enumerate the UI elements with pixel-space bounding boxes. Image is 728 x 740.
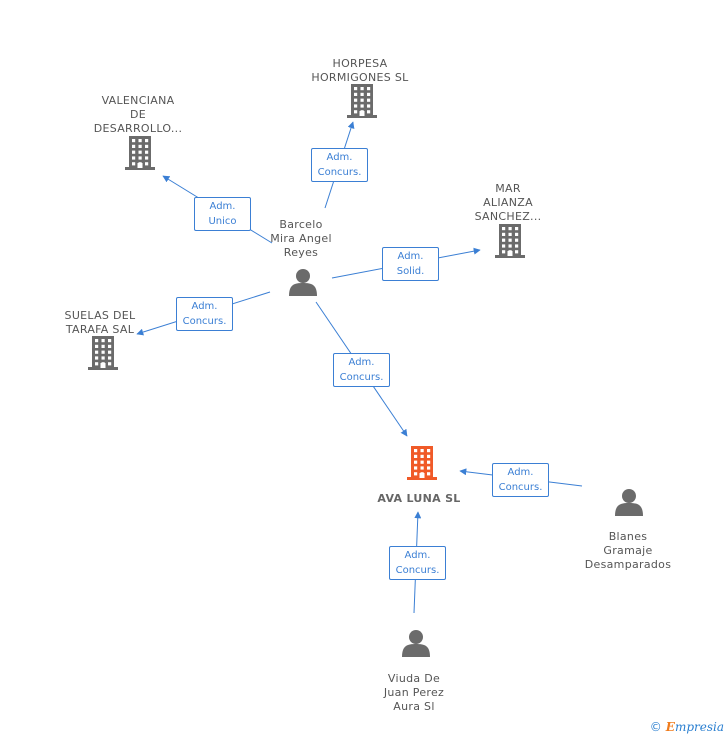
node-label-mar[interactable]: MAR ALIANZA SANCHEZ... [474, 182, 542, 223]
ava-building-icon[interactable] [407, 446, 437, 480]
node-label-barcelo[interactable]: Barcelo Mira Angel Reyes [270, 218, 332, 259]
edge-role-line2: Concurs. [182, 316, 227, 327]
node-label-ava[interactable]: AVA LUNA SL [377, 492, 461, 505]
edge-role-line2: Concurs. [339, 372, 384, 383]
edge-role-line1: Adm. [397, 251, 424, 262]
footer: ©Empresia [650, 720, 724, 734]
edge-label-barcelo-valenciana[interactable]: Adm. Unico [194, 197, 251, 231]
edge-label-barcelo-ava[interactable]: Adm. Concurs. [333, 353, 390, 387]
blanes-person-icon[interactable] [615, 489, 643, 516]
edge-label-barcelo-suelas[interactable]: Adm. Concurs. [176, 297, 233, 331]
viuda-person-icon[interactable] [402, 630, 430, 657]
edge-role-line2: Concurs. [395, 565, 440, 576]
suelas-building-icon[interactable] [88, 336, 118, 370]
edge-role-line1: Adm. [348, 357, 375, 368]
edge-role-line1: Adm. [209, 201, 236, 212]
edge-role-line1: Adm. [326, 152, 353, 163]
edge-role-line1: Adm. [404, 550, 431, 561]
icons-layer [88, 84, 643, 657]
edge-role-line2: Concurs. [317, 167, 362, 178]
edge-role-line2: Solid. [396, 266, 425, 277]
brand-logo[interactable]: Empresia [665, 720, 724, 734]
edge-label-blanes-ava[interactable]: Adm. Concurs. [492, 463, 549, 497]
edge-role-line2: Concurs. [498, 482, 543, 493]
edge-role-line1: Adm. [507, 467, 534, 478]
node-label-horpesa[interactable]: HORPESA HORMIGONES SL [311, 57, 409, 84]
edge-label-barcelo-horpesa[interactable]: Adm. Concurs. [311, 148, 368, 182]
node-label-blanes[interactable]: Blanes Gramaje Desamparados [584, 530, 672, 571]
mar-building-icon[interactable] [495, 224, 525, 258]
edge-label-barcelo-mar[interactable]: Adm. Solid. [382, 247, 439, 281]
copyright-icon: © [649, 720, 662, 734]
valenciana-building-icon[interactable] [125, 136, 155, 170]
horpesa-building-icon[interactable] [347, 84, 377, 118]
barcelo-person-icon[interactable] [289, 269, 317, 296]
edge-role-line2: Unico [208, 216, 237, 227]
node-label-valenciana[interactable]: VALENCIANA DE DESARROLLO... [93, 94, 183, 135]
node-label-viuda[interactable]: Viuda De Juan Perez Aura Sl [383, 672, 445, 713]
edge-label-viuda-ava[interactable]: Adm. Concurs. [389, 546, 446, 580]
node-label-suelas[interactable]: SUELAS DEL TARAFA SAL [64, 309, 136, 336]
edge-role-line1: Adm. [191, 301, 218, 312]
